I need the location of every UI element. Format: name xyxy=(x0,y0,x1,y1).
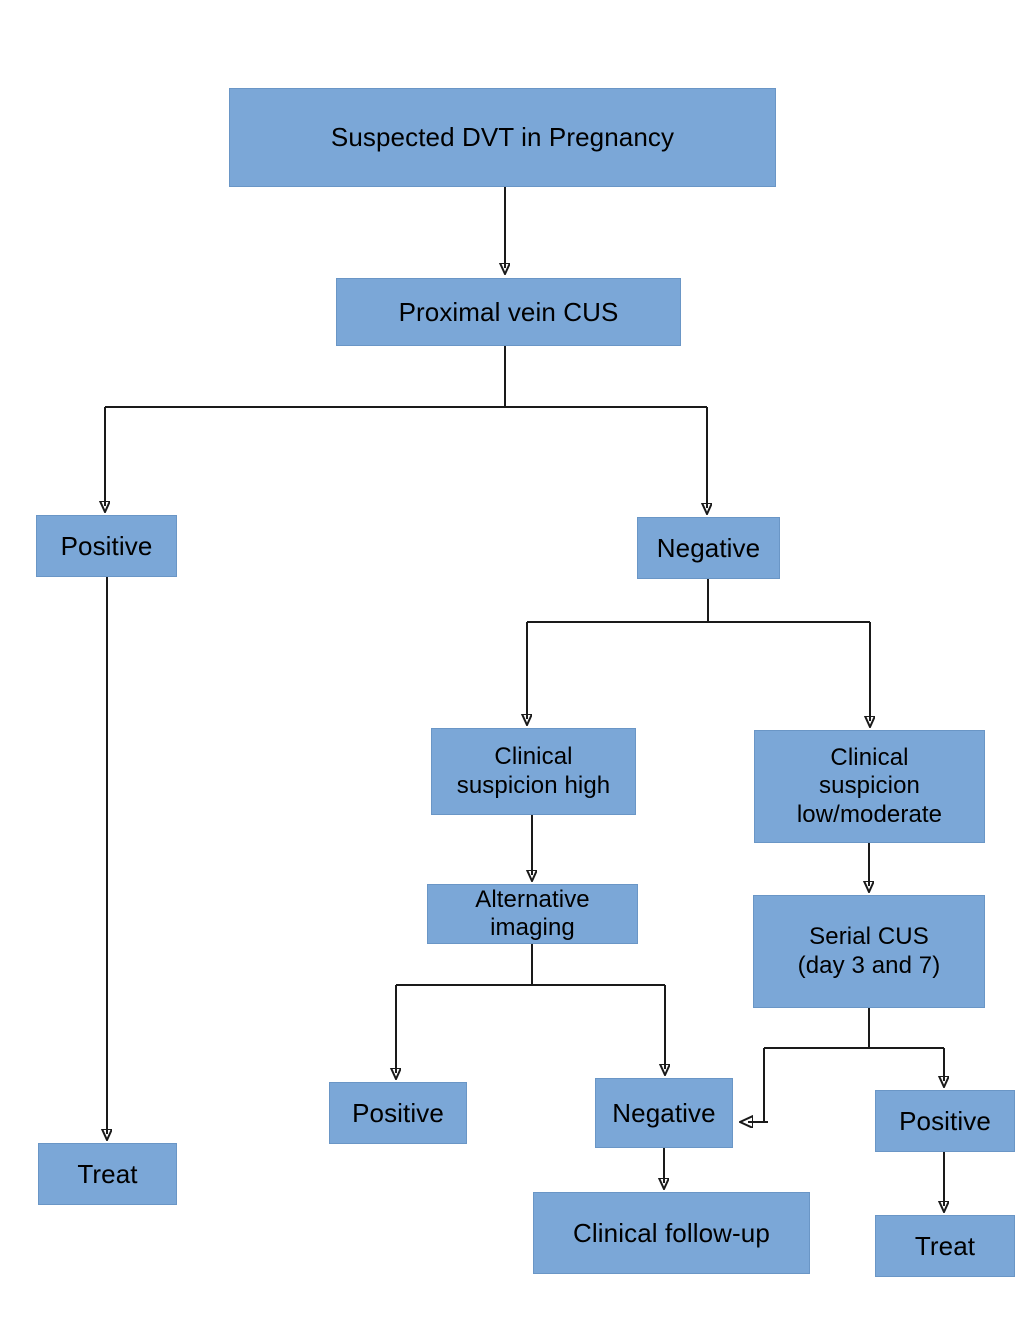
node-positive-proximal-cus[interactable]: Positive xyxy=(36,515,177,577)
node-clinical-suspicion-low-moderate[interactable]: Clinical suspicion low/moderate xyxy=(754,730,985,843)
node-positive-serial-cus[interactable]: Positive xyxy=(875,1090,1015,1152)
node-negative-alternative-imaging[interactable]: Negative xyxy=(595,1078,733,1148)
edge-cus-split xyxy=(105,346,707,508)
node-alternative-imaging[interactable]: Alternative imaging xyxy=(427,884,638,944)
node-positive-alternative-imaging[interactable]: Positive xyxy=(329,1082,467,1144)
node-clinical-suspicion-high[interactable]: Clinical suspicion high xyxy=(431,728,636,815)
node-treat-right[interactable]: Treat xyxy=(875,1215,1015,1277)
node-negative-proximal-cus[interactable]: Negative xyxy=(637,517,780,579)
node-proximal-vein-cus[interactable]: Proximal vein CUS xyxy=(336,278,681,346)
node-clinical-follow-up[interactable]: Clinical follow-up xyxy=(533,1192,810,1274)
edge-negative-split xyxy=(527,579,870,721)
edge-altimaging-split xyxy=(396,944,665,1073)
node-serial-cus[interactable]: Serial CUS (day 3 and 7) xyxy=(753,895,985,1008)
node-treat-left[interactable]: Treat xyxy=(38,1143,177,1205)
node-suspected-dvt-in-pregnancy[interactable]: Suspected DVT in Pregnancy xyxy=(229,88,776,187)
